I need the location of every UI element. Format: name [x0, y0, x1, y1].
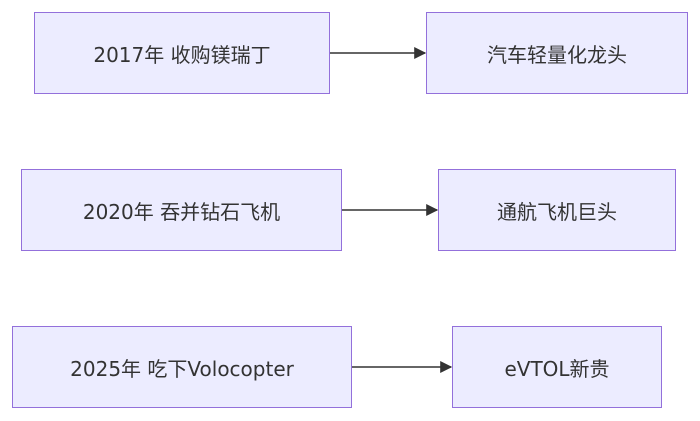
node-general-aviation-giant: 通航飞机巨头 [438, 169, 676, 251]
node-label: 通航飞机巨头 [497, 199, 617, 224]
node-evtol-newcomer: eVTOL新贵 [452, 326, 662, 408]
node-label: 汽车轻量化龙头 [487, 42, 627, 67]
node-2020-acquisition: 2020年 吞并钻石飞机 [21, 169, 342, 251]
node-auto-lightweight-leader: 汽车轻量化龙头 [426, 12, 688, 94]
node-label: eVTOL新贵 [504, 356, 610, 381]
node-label: 2020年 吞并钻石飞机 [82, 199, 281, 224]
node-2025-acquisition: 2025年 吃下Volocopter [12, 326, 352, 408]
node-2017-acquisition: 2017年 收购镁瑞丁 [34, 12, 330, 94]
node-label: 2017年 收购镁瑞丁 [93, 42, 271, 67]
node-label: 2025年 吃下Volocopter [70, 356, 294, 381]
